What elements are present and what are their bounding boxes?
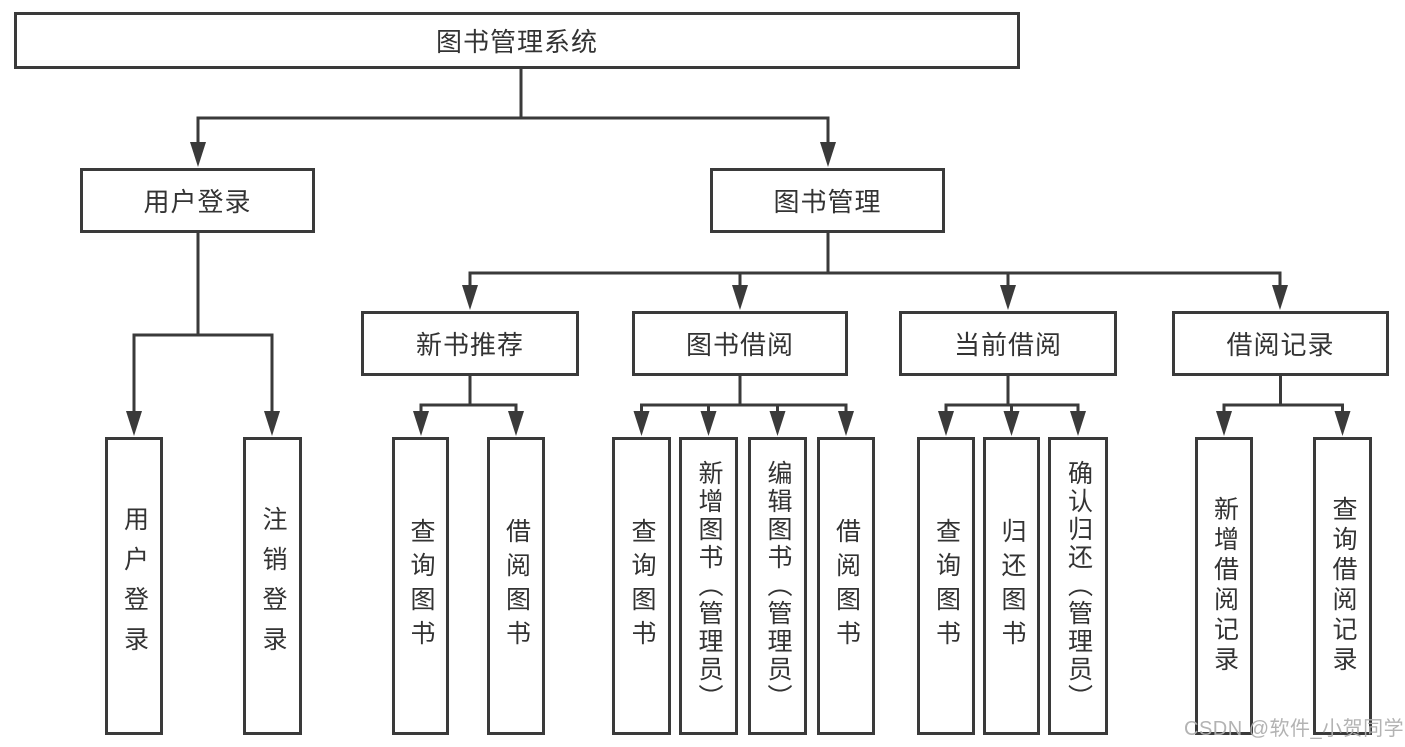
connector-records-bar (1222, 403, 1344, 424)
arrow-to-user-login (190, 142, 206, 167)
leaf-logout: 注销登录 (243, 437, 302, 735)
leaf-query-borrow-record: 查询借阅记录 (1313, 437, 1372, 735)
leaf-query-books-2-label: 查询图书 (628, 518, 656, 654)
arrow-to-leaf-borrow-2 (838, 411, 854, 436)
arrow-to-borrowing (732, 285, 748, 310)
arrow-to-current (1000, 285, 1016, 310)
connector-borrowing-bar (640, 403, 848, 424)
leaf-query-books-1: 查询图书 (392, 437, 449, 735)
arrow-to-leaf-query-1 (413, 411, 429, 436)
arrow-to-leaf-edit-books (769, 411, 786, 436)
leaf-return-books: 归还图书 (983, 437, 1040, 735)
leaf-edit-books-admin: 编辑图书（管理员） (748, 437, 807, 735)
leaf-add-books-admin-label: 新增图书（管理员） (695, 460, 723, 712)
leaf-query-borrow-record-label: 查询借阅记录 (1329, 496, 1357, 676)
leaf-return-books-label: 归还图书 (998, 518, 1026, 654)
leaf-add-borrow-record: 新增借阅记录 (1195, 437, 1253, 735)
leaf-add-books-admin: 新增图书（管理员） (679, 437, 738, 735)
arrow-to-records (1272, 285, 1288, 310)
arrow-to-leaf-confirm-return (1070, 411, 1086, 436)
arrow-to-leaf-return (1003, 411, 1020, 436)
connector-newbook-bar (419, 403, 518, 424)
leaf-query-books-3-label: 查询图书 (932, 518, 961, 654)
leaf-borrow-books-1-label: 借阅图书 (502, 518, 531, 654)
leaf-confirm-return-admin: 确认归还（管理员） (1048, 437, 1108, 735)
leaf-query-books-2: 查询图书 (612, 437, 671, 735)
leaf-query-books-1-label: 查询图书 (407, 518, 435, 654)
leaf-borrow-books-2: 借阅图书 (817, 437, 875, 735)
arrow-to-leaf-query-2 (633, 411, 650, 436)
watermark-text: CSDN @软件_小贺同学 (1184, 718, 1405, 740)
arrow-to-leaf-borrow-1 (508, 411, 524, 436)
arrow-to-leaf-add-books (700, 411, 717, 436)
arrow-to-newbook (462, 285, 478, 310)
connector-level2-bar (196, 116, 830, 150)
connector-user-login-bar (132, 333, 274, 424)
node-borrowing-records: 借阅记录 (1172, 311, 1389, 376)
node-book-borrowing: 图书借阅 (632, 311, 848, 376)
leaf-user-login: 用户登录 (105, 437, 163, 735)
arrow-to-leaf-query-record (1334, 411, 1351, 436)
leaf-add-borrow-record-label: 新增借阅记录 (1210, 496, 1239, 676)
leaf-borrow-books-2-label: 借阅图书 (832, 518, 861, 654)
arrow-to-leaf-user-login (126, 411, 142, 436)
connector-level3-bar (468, 271, 1282, 294)
node-new-book-recommend: 新书推荐 (361, 311, 579, 376)
node-new-book-recommend-label: 新书推荐 (415, 330, 524, 360)
node-current-borrowing-label: 当前借阅 (953, 330, 1062, 360)
node-library-system: 图书管理系统 (14, 12, 1020, 69)
leaf-edit-books-admin-label: 编辑图书（管理员） (764, 460, 792, 712)
leaf-logout-label: 注销登录 (259, 506, 287, 666)
arrow-to-leaf-add-record (1216, 411, 1232, 436)
node-borrowing-records-label: 借阅记录 (1226, 330, 1335, 360)
leaf-user-login-label: 用户登录 (120, 506, 149, 666)
node-book-management-label: 图书管理 (773, 187, 882, 217)
arrowheads (126, 142, 1351, 436)
arrow-to-book-mgmt (820, 142, 836, 167)
node-library-system-label: 图书管理系统 (435, 27, 598, 57)
arrow-to-leaf-query-3 (938, 411, 954, 436)
leaf-borrow-books-1: 借阅图书 (487, 437, 545, 735)
leaf-confirm-return-admin-label: 确认归还（管理员） (1064, 460, 1093, 712)
arrow-to-leaf-logout (264, 411, 280, 436)
node-book-borrowing-label: 图书借阅 (685, 330, 794, 360)
node-user-login-label: 用户登录 (143, 187, 252, 217)
node-user-login: 用户登录 (80, 168, 315, 233)
node-current-borrowing: 当前借阅 (899, 311, 1117, 376)
leaf-query-books-3: 查询图书 (917, 437, 975, 735)
node-book-management: 图书管理 (710, 168, 945, 233)
